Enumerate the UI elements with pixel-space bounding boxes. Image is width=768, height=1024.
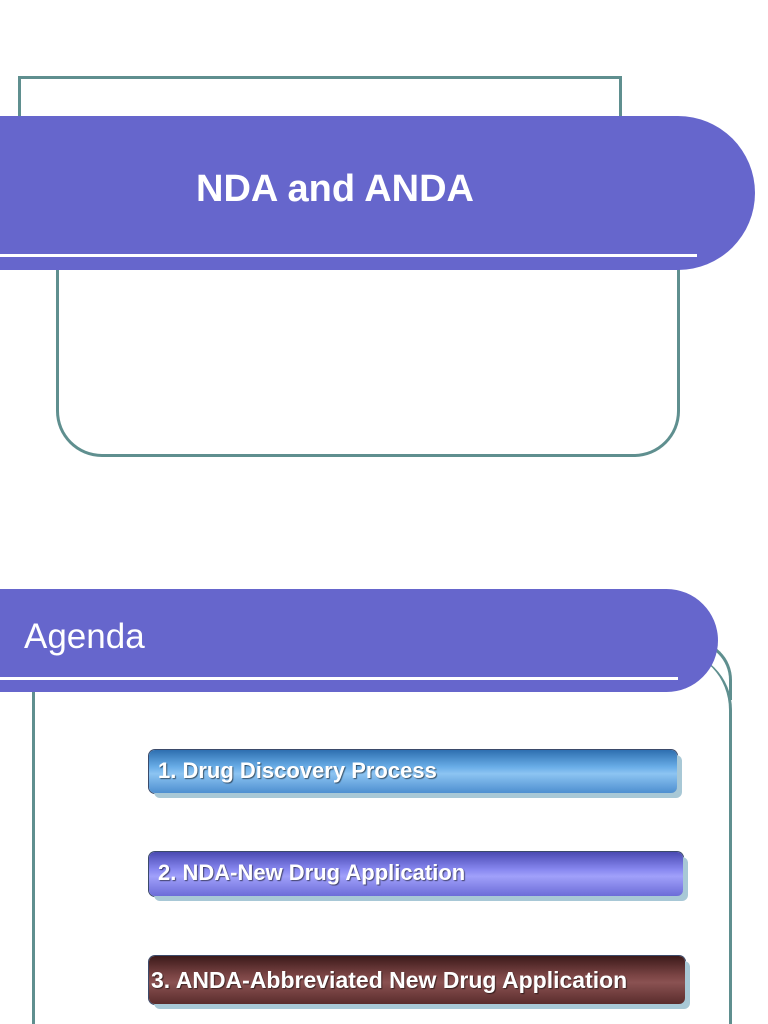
slide2-title-underline: [0, 677, 678, 680]
slide1-content-box: [56, 250, 680, 457]
slide1-title-band: [0, 116, 755, 270]
agenda-item-anda-button[interactable]: 3. ANDA-Abbreviated New Drug Application: [149, 956, 685, 1004]
agenda-item-drug-discovery-button[interactable]: 1. Drug Discovery Process: [149, 750, 677, 793]
slide1-title-underline: [0, 254, 697, 257]
slide2-title-band: [0, 589, 718, 692]
slide1-frame-top: [18, 76, 622, 136]
slide2-title: Agenda: [24, 617, 145, 656]
agenda-item-nda-button[interactable]: 2. NDA-New Drug Application: [149, 852, 683, 896]
slide1-title: NDA and ANDA: [196, 168, 474, 210]
